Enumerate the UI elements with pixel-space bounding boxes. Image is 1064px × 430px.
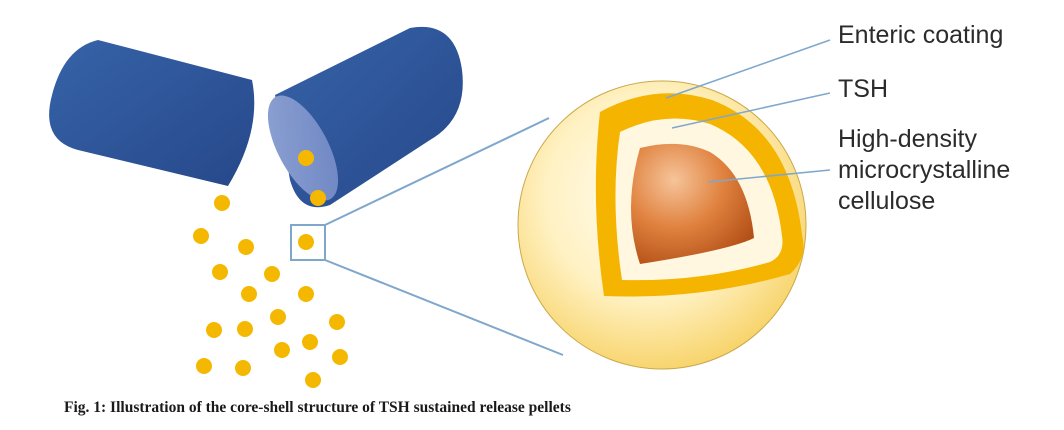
pellet-dot: [270, 309, 286, 325]
pellet-dot: [298, 286, 314, 302]
pellet-cross-section: [518, 81, 806, 369]
pellet-dot: [214, 195, 230, 211]
leader-enteric-coating: [666, 40, 830, 98]
label-core: High-density microcrystalline cellulose: [838, 124, 1010, 217]
capsule-right-half: [254, 27, 463, 211]
pellet-dot: [302, 334, 318, 350]
pellet-dot: [241, 286, 257, 302]
pellet-dot: [237, 321, 253, 337]
figure-caption: Fig. 1: Illustration of the core-shell s…: [64, 399, 571, 417]
pellet-dot: [212, 264, 228, 280]
label-core-line3: cellulose: [838, 186, 1010, 217]
pellets-group: [193, 190, 348, 388]
pellet-dot: [235, 360, 251, 376]
label-tsh: TSH: [838, 74, 888, 105]
pellet-dot: [305, 372, 321, 388]
pellet-dot: [310, 190, 326, 206]
capsule-left-half: [49, 40, 254, 186]
pellet-dot: [298, 234, 314, 250]
pellet-dot: [238, 239, 254, 255]
pellet-dot: [332, 349, 348, 365]
pellet-dot: [264, 266, 280, 282]
pellet-dot: [196, 358, 212, 374]
pellet-dot: [193, 228, 209, 244]
label-core-line1: High-density: [838, 124, 1010, 155]
pellet-dot: [329, 314, 345, 330]
pellet-dot: [206, 322, 222, 338]
label-enteric-coating: Enteric coating: [838, 20, 1003, 51]
label-core-line2: microcrystalline: [838, 155, 1010, 186]
pellet-dot: [274, 342, 290, 358]
